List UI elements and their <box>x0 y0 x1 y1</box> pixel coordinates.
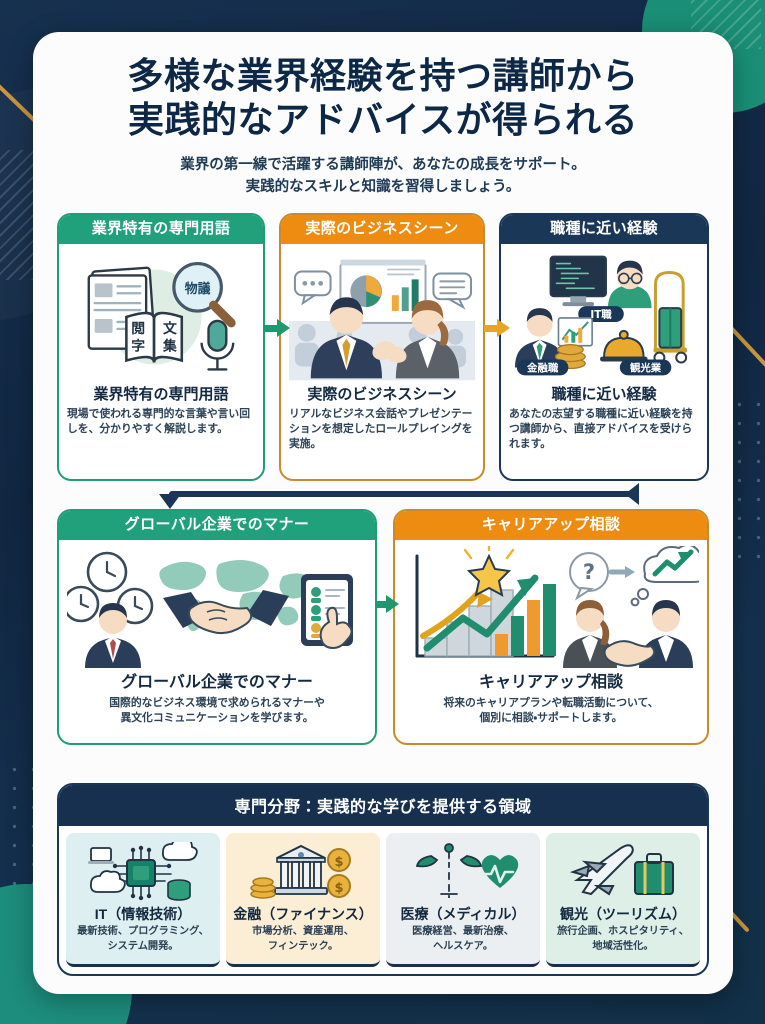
svg-text:?: ? <box>583 560 595 584</box>
field-card-tourism-title: 観光（ツーリズム） <box>560 906 686 923</box>
field-card-finance-desc-line-2: フィンテック。 <box>267 940 339 952</box>
specialized-fields-header: 専門分野：実践的な学びを提供する領域 <box>59 785 707 827</box>
svg-text:字: 字 <box>131 338 145 355</box>
field-card-tourism[interactable]: 観光（ツーリズム） 旅行企画、ホスピタリティ、 地域活性化。 <box>546 833 700 967</box>
field-card-medical-desc-line-1: 医療経営、最新治療、 <box>412 926 514 938</box>
business-presentation-people-icon <box>289 250 475 382</box>
specialized-fields-row: IT（情報技術） 最新技術、プログラミング、 システム開発。 <box>59 826 707 974</box>
flow-arrow-card3-to-card4 <box>155 482 639 509</box>
flow-card-global-manners[interactable]: グローバル企業でのマナー <box>57 508 377 745</box>
field-card-finance-desc-line-1: 市場分析、資産運用、 <box>252 926 354 938</box>
flow-card-global-manners-desc-line-2: 異文化コミュニケーションを学びます。 <box>120 711 314 724</box>
svg-text:閲: 閲 <box>131 321 145 337</box>
flow-card-terminology[interactable]: 業界特有の専門用語 <box>57 212 265 481</box>
job-roles-icon: IT職 <box>509 250 699 382</box>
field-card-it-title: IT（情報技術） <box>94 906 192 923</box>
page-title: 多様な業界経験を持つ講師から 実践的なアドバイスが得られる 業界の第一線で活躍す… <box>57 54 709 199</box>
flow-card-global-manners-title: グローバル企業でのマナー <box>121 674 313 692</box>
flow-card-business-scene-desc: リアルなビジネス会話やプレゼンテーションを想定したロールプレイングを実施。 <box>289 407 473 451</box>
flow-card-career-consultation-title: キャリアアップ相談 <box>478 674 623 692</box>
field-card-it-desc: 最新技術、プログラミング、 システム開発。 <box>77 925 209 954</box>
field-card-tourism-desc-line-1: 旅行企画、ホスピタリティ、 <box>557 926 689 938</box>
flow-card-career-consultation-desc-line-2: 個別に相談・サポートします。 <box>479 711 623 724</box>
infographic-sheet: 多様な業界経験を持つ講師から 実践的なアドバイスが得られる 業界の第一線で活躍す… <box>33 32 733 994</box>
field-card-finance-desc: 市場分析、資産運用、 フィンテック。 <box>252 925 354 954</box>
flow-card-career-consultation[interactable]: キャリアアップ相談 <box>393 508 709 745</box>
field-card-it-desc-line-1: 最新技術、プログラミング、 <box>77 926 209 938</box>
flow-card-business-scene-header: 実際のビジネスシーン <box>281 214 483 245</box>
flow-card-job-experience-header: 職種に近い経験 <box>501 214 707 245</box>
svg-text:集: 集 <box>162 338 177 355</box>
field-card-medical[interactable]: 医療（メディカル） 医療経営、最新治療、 ヘルスケア。 <box>386 833 540 967</box>
flow-card-business-scene[interactable]: 実際のビジネスシーン <box>279 212 485 481</box>
flow-card-global-manners-desc: 国際的なビジネス環境で求められるマナーや 異文化コミュニケーションを学びます。 <box>67 696 367 727</box>
field-card-finance[interactable]: $ $ 金融（ファイナンス） 市場分析、資産運用、 フィンテック。 <box>226 833 380 967</box>
magnifier-term-label: 物議 <box>185 281 211 297</box>
field-card-medical-desc-line-2: ヘルスケア。 <box>432 940 494 952</box>
field-card-it[interactable]: IT（情報技術） 最新技術、プログラミング、 システム開発。 <box>66 833 220 967</box>
documents-magnifier-book-microphone-icon: 物議 閲 字 文 集 <box>67 250 255 382</box>
headline-line-2: 実践的なアドバイスが得られる <box>128 98 638 140</box>
subheading-line-1: 業界の第一線で活躍する講師陣が、あなたの成長をサポート。 <box>180 156 586 173</box>
flow-card-business-scene-title: 実際のビジネスシーン <box>307 386 457 404</box>
svg-text:$: $ <box>334 881 343 896</box>
caduceus-heart-pulse-icon <box>407 841 519 903</box>
badge-finance: 金融職 <box>527 362 559 375</box>
field-card-tourism-desc-line-2: 地域活性化。 <box>592 940 654 952</box>
flow-card-terminology-title: 業界特有の専門用語 <box>93 386 229 404</box>
field-card-tourism-desc: 旅行企画、ホスピタリティ、 地域活性化。 <box>557 925 689 954</box>
flow-diagram: 業界特有の専門用語 <box>57 212 709 769</box>
svg-text:$: $ <box>334 855 343 870</box>
cpu-chip-cloud-laptop-icon <box>87 841 199 903</box>
flow-card-job-experience-desc: あなたの志望する職種に近い経験を持つ講師から、直接アドバイスを受けられます。 <box>509 407 693 451</box>
airplane-suitcase-icon <box>567 841 679 903</box>
field-card-medical-desc: 医療経営、最新治療、 ヘルスケア。 <box>412 925 514 954</box>
flow-card-global-manners-desc-line-1: 国際的なビジネス環境で求められるマナーや <box>109 696 325 709</box>
bank-coins-icon: $ $ <box>247 841 359 903</box>
headline-line-1: 多様な業界経験を持つ講師から <box>127 55 639 96</box>
subheading: 業界の第一線で活躍する講師陣が、あなたの成長をサポート。 実践的なスキルと知識を… <box>57 154 709 199</box>
world-map-handshake-clocks-tablet-icon <box>67 546 367 670</box>
badge-tourism: 観光業 <box>629 362 662 375</box>
flow-card-global-manners-header: グローバル企業でのマナー <box>59 510 375 541</box>
badge-it: IT職 <box>590 308 612 321</box>
flow-card-job-experience[interactable]: 職種に近い経験 <box>499 212 709 481</box>
field-card-finance-title: 金融（ファイナンス） <box>233 906 373 923</box>
flow-card-career-consultation-desc: 将来のキャリアプランや転職活動について、 個別に相談・サポートします。 <box>403 696 699 727</box>
field-card-it-desc-line-2: システム開発。 <box>107 940 179 952</box>
svg-text:文: 文 <box>163 320 177 337</box>
flow-card-terminology-header: 業界特有の専門用語 <box>59 214 263 245</box>
flow-card-terminology-desc: 現場で使われる専門的な言葉や言い回しを、分かりやすく解説します。 <box>67 407 251 435</box>
flow-card-job-experience-title: 職種に近い経験 <box>551 386 657 404</box>
specialized-fields-panel: 専門分野：実践的な学びを提供する領域 <box>57 783 709 976</box>
flow-card-career-consultation-desc-line-1: 将来のキャリアプランや転職活動について、 <box>443 696 659 709</box>
flow-card-career-consultation-header: キャリアアップ相談 <box>395 510 707 541</box>
subheading-line-2: 実践的なスキルと知識を習得しましょう。 <box>245 179 521 196</box>
growth-chart-star-handshake-icon: ? <box>403 546 699 670</box>
field-card-medical-title: 医療（メディカル） <box>400 906 526 923</box>
